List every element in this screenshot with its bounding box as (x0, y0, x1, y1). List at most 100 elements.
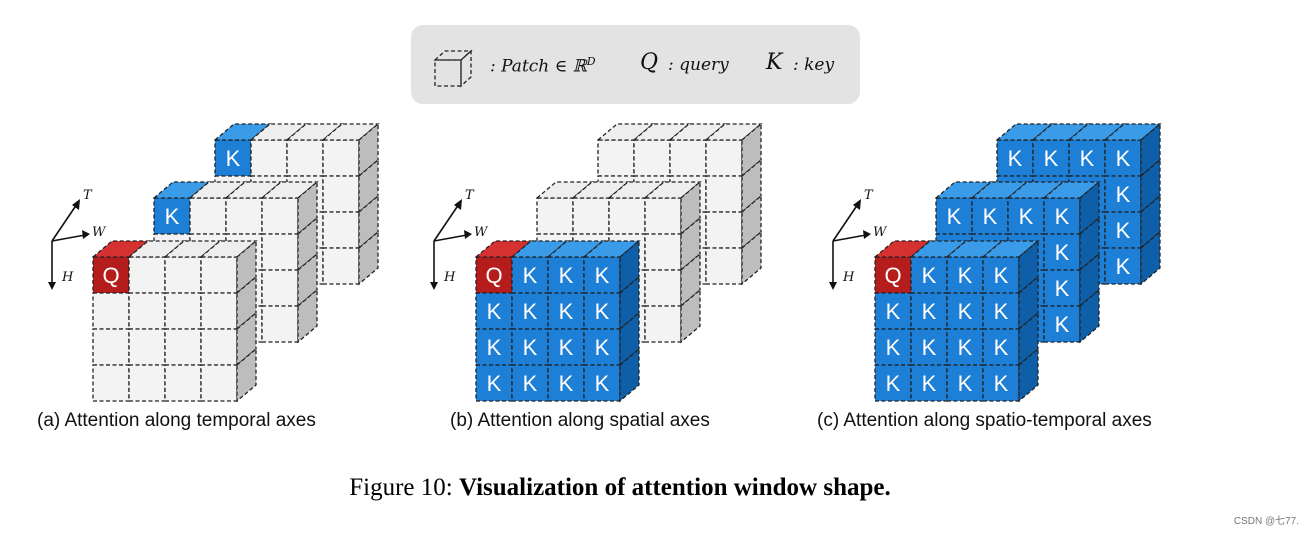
key-cell (982, 328, 1020, 366)
axis-line (832, 234, 867, 242)
arrow-head-icon (454, 199, 462, 210)
cube-side (460, 49, 472, 88)
key-cell (1104, 139, 1142, 177)
patch-cell (200, 256, 238, 294)
key-cell-label: K (1055, 240, 1070, 265)
query-cell-label: Q (485, 263, 502, 288)
patch-cell (128, 364, 166, 402)
patch-cell (250, 139, 288, 177)
patch-side-face (1140, 230, 1161, 286)
key-cell-label: K (1116, 218, 1131, 243)
key-cell-label: K (922, 371, 937, 396)
key-cell (547, 292, 585, 330)
query-cell (475, 256, 513, 294)
patch-side-face (1079, 288, 1100, 344)
arrow-head-icon (829, 282, 837, 290)
patch-cell (644, 269, 682, 307)
key-cell (910, 328, 948, 366)
patch-cell (128, 292, 166, 330)
panel-a-frame-3: Q (91, 239, 258, 403)
patch-cell (92, 328, 130, 366)
key-cell-label: K (595, 335, 610, 360)
key-cell (547, 364, 585, 402)
patch-cell (200, 292, 238, 330)
key-cell-label: K (1055, 276, 1070, 301)
key-cell-label: K (886, 299, 901, 324)
axis-line (832, 203, 859, 242)
key-cell (583, 328, 621, 366)
key-cell-label: K (994, 371, 1009, 396)
axis-line (433, 203, 460, 242)
key-cell-label: K (487, 371, 502, 396)
patch-cell (164, 364, 202, 402)
key-cell-label: K (595, 299, 610, 324)
key-cell-label: K (226, 146, 241, 171)
query-cell-label: Q (884, 263, 901, 288)
key-cell-label: K (1080, 146, 1095, 171)
watermark: CSDN @七77. (1233, 516, 1299, 527)
key-cell (1043, 269, 1081, 307)
key-cell-label: K (1019, 204, 1034, 229)
key-cell-label: K (922, 335, 937, 360)
patch-cell (644, 233, 682, 271)
key-cell (1068, 139, 1106, 177)
key-cell-label: K (958, 371, 973, 396)
arrow-head-icon (853, 199, 861, 210)
legend-key-label: : key (793, 55, 835, 75)
key-cell-label: K (994, 263, 1009, 288)
patch-cell (644, 197, 682, 235)
key-cell-label: K (958, 335, 973, 360)
axis-label-w: W (873, 225, 888, 240)
patch-cell (128, 328, 166, 366)
patch-cell (261, 269, 299, 307)
caption-panel-a: (a) Attention along temporal axes (37, 410, 316, 431)
key-cell-label: K (523, 371, 538, 396)
query-cell-label: Q (102, 263, 119, 288)
axes-indicator-a: TWH (48, 188, 107, 290)
key-cell-label: K (922, 263, 937, 288)
patch-cell (261, 197, 299, 235)
patch-cell (164, 328, 202, 366)
key-cell (935, 197, 973, 235)
patch-cell (322, 247, 360, 285)
key-cell-label: K (886, 335, 901, 360)
arrow-head-icon (430, 282, 438, 290)
key-cell-label: K (559, 335, 574, 360)
patch-cell (225, 197, 263, 235)
key-cell (1007, 197, 1045, 235)
patch-cell (536, 197, 574, 235)
key-cell-label: K (595, 371, 610, 396)
key-cell-label: K (1008, 146, 1023, 171)
axis-line (51, 234, 86, 242)
axis-label-w: W (92, 225, 107, 240)
key-cell-label: K (1116, 254, 1131, 279)
patch-cell (261, 233, 299, 271)
patch-cell (633, 139, 671, 177)
key-cell-label: K (994, 299, 1009, 324)
patch-cell (200, 364, 238, 402)
arrow-head-icon (72, 199, 80, 210)
figure-caption: Figure 10: Visualization of attention wi… (349, 474, 891, 501)
patch-cell (164, 256, 202, 294)
patch-cell (92, 364, 130, 402)
axis-label-h: H (842, 270, 855, 285)
axis-label-h: H (61, 270, 74, 285)
patch-cell (92, 292, 130, 330)
key-cell (946, 292, 984, 330)
patch-cell (608, 197, 646, 235)
axis-label-t: T (864, 188, 874, 203)
arrow-head-icon (82, 230, 90, 239)
arrow-head-icon (464, 230, 472, 239)
key-cell-label: K (523, 299, 538, 324)
patch-side-face (680, 288, 701, 344)
key-cell (511, 292, 549, 330)
axes-indicator-c: T W H (829, 188, 888, 290)
legend-query-symbol: Q (640, 50, 659, 75)
key-cell-label: K (523, 263, 538, 288)
patch-side-face (358, 230, 379, 286)
legend-query-label: : query (668, 55, 729, 75)
key-cell (475, 328, 513, 366)
patch-cell (705, 247, 743, 285)
key-cell-label: K (559, 371, 574, 396)
